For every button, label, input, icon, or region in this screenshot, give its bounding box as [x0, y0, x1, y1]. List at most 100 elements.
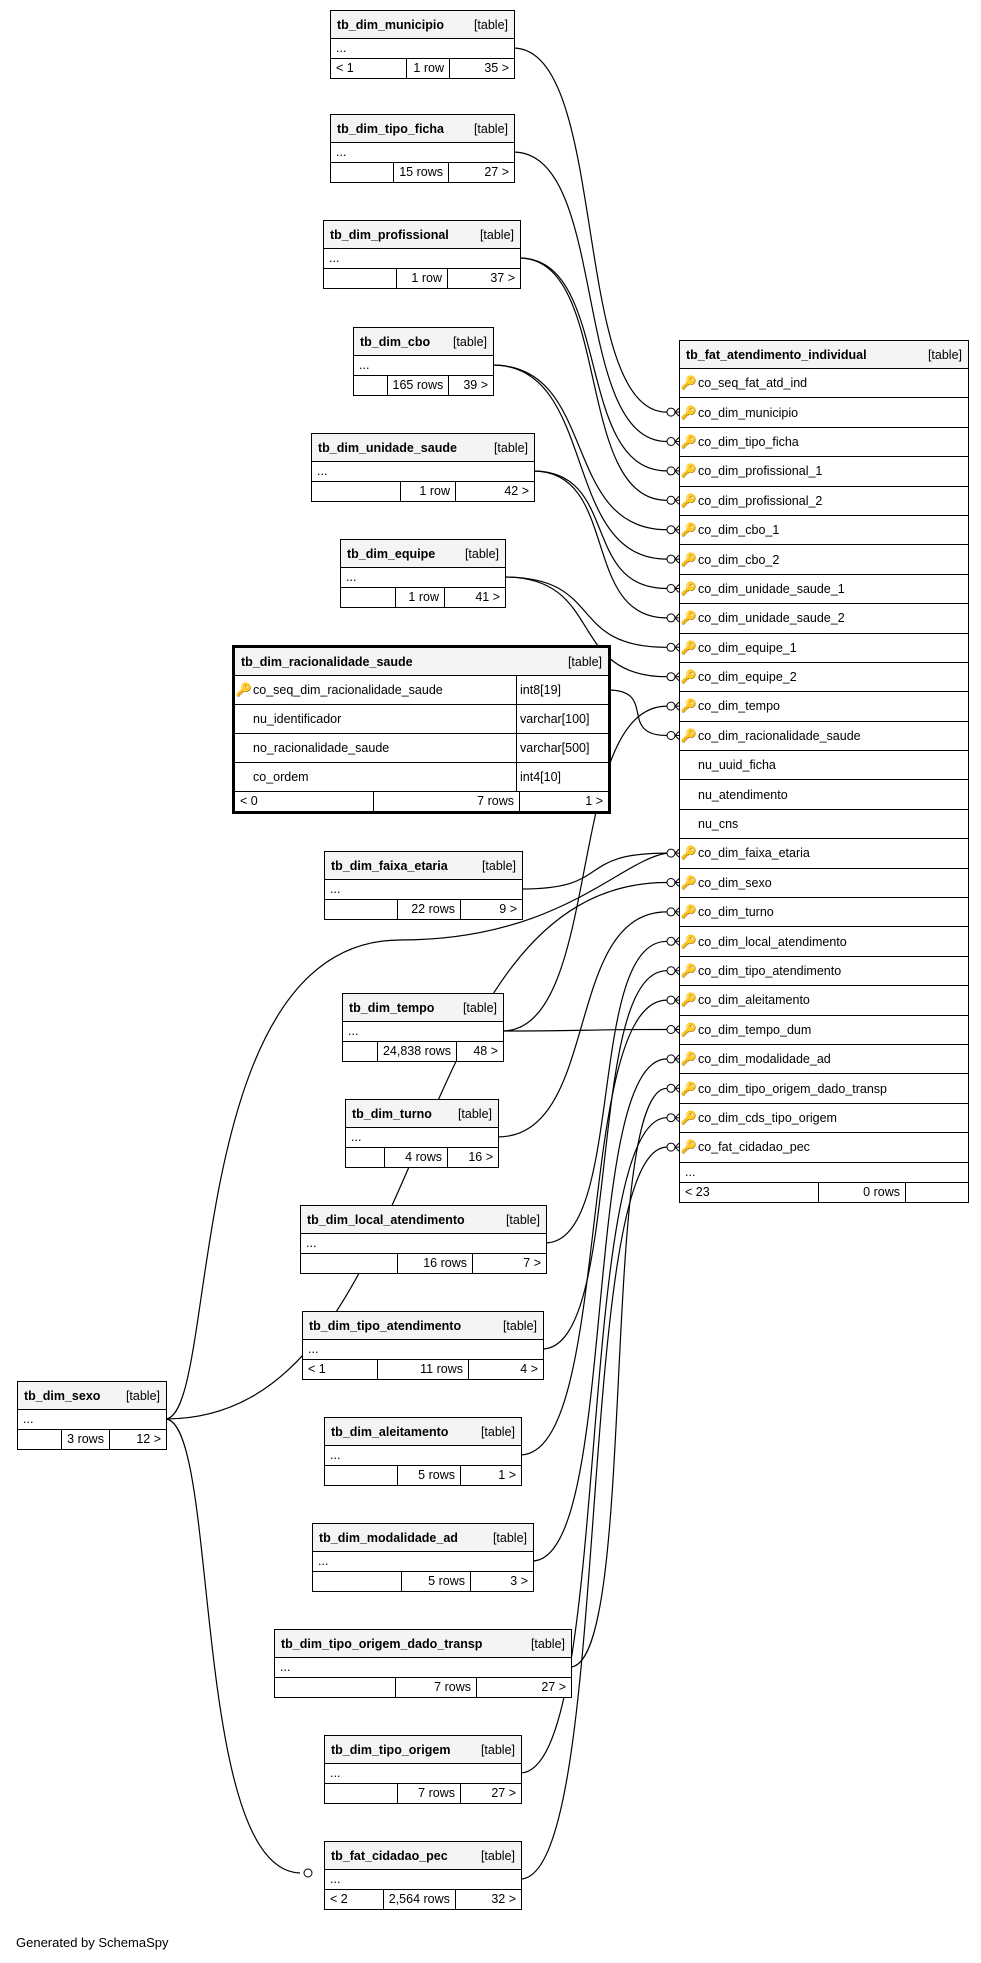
- table-cidadao-pec[interactable]: tb_fat_cidadao_pec [table] ... < 2 2,564…: [324, 1841, 522, 1910]
- relationship-line: [164, 1418, 301, 1874]
- column-name: co_seq_fat_atd_ind: [698, 376, 808, 391]
- column-row: 🔑 co_dim_cds_tipo_origem: [680, 1104, 968, 1134]
- table-unidade-saude[interactable]: tb_dim_unidade_saude [table] ... 1 row 4…: [311, 433, 535, 502]
- collapsed-columns: ...: [343, 1022, 503, 1042]
- row-count: 5 rows: [398, 1466, 461, 1485]
- foreign-key-icon: 🔑: [680, 669, 698, 685]
- children-count: 27 >: [484, 165, 509, 179]
- column-name: co_dim_equipe_1: [698, 640, 797, 655]
- crowfoot-marker: [674, 584, 680, 593]
- optional-marker: [666, 672, 676, 682]
- relationship-line: [607, 689, 668, 737]
- row-count: 7 rows: [374, 792, 520, 811]
- collapsed-columns: ...: [18, 1410, 166, 1430]
- table-type: [table]: [567, 654, 602, 669]
- table-header: tb_dim_municipio [table]: [331, 11, 514, 39]
- table-faixa-etaria[interactable]: tb_dim_faixa_etaria [table] ... 22 rows …: [324, 851, 523, 920]
- foreign-key-icon: 🔑: [680, 580, 698, 596]
- table-footer: 5 rows 3 >: [313, 1572, 533, 1591]
- column-name: co_dim_tipo_atendimento: [698, 964, 842, 978]
- children-count: 12 >: [136, 1432, 161, 1446]
- table-footer: < 2 2,564 rows 32 >: [325, 1890, 521, 1909]
- table-tipo-origem-dado-transp[interactable]: tb_dim_tipo_origem_dado_transp [table] .…: [274, 1629, 572, 1698]
- crowfoot-marker: [674, 907, 680, 917]
- children-count: 27 >: [491, 1786, 516, 1800]
- parents-count: [331, 163, 394, 182]
- foreign-key-icon: 🔑: [680, 963, 698, 978]
- table-tipo-atendimento[interactable]: tb_dim_tipo_atendimento [table] ... < 1 …: [302, 1311, 544, 1380]
- table-cbo[interactable]: tb_dim_cbo [table] ... 165 rows 39 >: [353, 327, 494, 396]
- table-footer: 7 rows 27 >: [325, 1784, 521, 1803]
- optional-marker: [666, 407, 676, 417]
- children-count: 1 >: [498, 1468, 516, 1482]
- column-row: 🔑 co_dim_profissional_2: [680, 487, 968, 516]
- crowfoot-marker: [674, 554, 680, 564]
- table-header: tb_dim_unidade_saude [table]: [312, 434, 534, 462]
- table-tipo-ficha[interactable]: tb_dim_tipo_ficha [table] ... 15 rows 27…: [330, 114, 515, 183]
- table-aleitamento[interactable]: tb_dim_aleitamento [table] ... 5 rows 1 …: [324, 1417, 522, 1486]
- table-local-atendimento[interactable]: tb_dim_local_atendimento [table] ... 16 …: [300, 1205, 547, 1274]
- table-sexo[interactable]: tb_dim_sexo [table] ... 3 rows 12 >: [17, 1381, 167, 1450]
- column-row: 🔑 co_dim_tempo_dum: [680, 1016, 968, 1045]
- relationship-line: [569, 1087, 668, 1668]
- column-row: 🔑 co_dim_racionalidade_saude: [680, 722, 968, 752]
- table-footer: 4 rows 16 >: [346, 1148, 498, 1167]
- relationship-line: [518, 257, 668, 501]
- parents-count: [312, 482, 401, 501]
- parents-count: < 2: [325, 1890, 384, 1909]
- relationship-line: [503, 576, 668, 648]
- table-municipio[interactable]: tb_dim_municipio [table] ... < 1 1 row 3…: [330, 10, 515, 79]
- optional-marker: [666, 1083, 676, 1093]
- column-row: 🔑 co_dim_sexo: [680, 869, 968, 899]
- column-row: 🔑 co_dim_equipe_2: [680, 663, 968, 693]
- children-count: 1 >: [585, 794, 603, 808]
- table-profissional[interactable]: tb_dim_profissional [table] ... 1 row 37…: [323, 220, 521, 289]
- table-type: [table]: [502, 1318, 537, 1333]
- table-tempo[interactable]: tb_dim_tempo [table] ... 24,838 rows 48 …: [342, 993, 504, 1062]
- foreign-key-icon: 🔑: [680, 727, 698, 743]
- table-modalidade-ad[interactable]: tb_dim_modalidade_ad [table] ... 5 rows …: [312, 1523, 534, 1592]
- column-name: co_dim_cbo_2: [698, 552, 780, 567]
- foreign-key-icon: 🔑: [680, 933, 698, 949]
- optional-marker: [666, 848, 676, 858]
- relationship-line: [512, 47, 668, 413]
- table-turno[interactable]: tb_dim_turno [table] ... 4 rows 16 >: [345, 1099, 499, 1168]
- optional-marker: [666, 966, 676, 976]
- crowfoot-marker: [674, 672, 680, 682]
- table-name: tb_dim_faixa_etaria: [331, 858, 448, 873]
- primary-key-icon: 🔑: [235, 682, 253, 697]
- parents-count: < 1: [303, 1360, 378, 1379]
- crowfoot-marker: [674, 407, 680, 417]
- table-type: [table]: [125, 1388, 160, 1403]
- foreign-key-icon: 🔑: [680, 1109, 698, 1125]
- foreign-key-icon: 🔑: [680, 1021, 698, 1037]
- table-header: tb_dim_aleitamento [table]: [325, 1418, 521, 1446]
- optional-marker: [666, 995, 676, 1005]
- table-name: tb_dim_aleitamento: [331, 1424, 449, 1439]
- parents-count: [354, 376, 388, 395]
- column-name: co_dim_profissional_2: [698, 493, 823, 508]
- table-type: [table]: [492, 1530, 527, 1545]
- column-name: co_dim_cbo_1: [698, 523, 780, 538]
- crowfoot-marker: [674, 701, 680, 711]
- column-name: co_dim_profissional_1: [698, 464, 823, 479]
- parents-count: [325, 1466, 398, 1485]
- parents-count: < 1: [331, 59, 407, 78]
- optional-marker: [666, 936, 676, 946]
- table-tipo-origem[interactable]: tb_dim_tipo_origem [table] ... 7 rows 27…: [324, 1735, 522, 1804]
- foreign-key-icon: 🔑: [680, 992, 698, 1008]
- relationship-line: [164, 852, 668, 1420]
- collapsed-columns: ...: [312, 462, 534, 482]
- table-header: tb_dim_turno [table]: [346, 1100, 498, 1128]
- row-count: 16 rows: [398, 1254, 473, 1273]
- table-footer: 24,838 rows 48 >: [343, 1042, 503, 1061]
- relationship-line: [519, 999, 668, 1456]
- children-count: 3 >: [510, 1574, 528, 1588]
- relationship-line: [503, 576, 668, 678]
- table-header: tb_dim_sexo [table]: [18, 1382, 166, 1410]
- table-name: tb_dim_local_atendimento: [307, 1212, 465, 1227]
- table-racionalidade-saude[interactable]: tb_dim_racionalidade_saude [table] 🔑 co_…: [232, 645, 611, 814]
- table-header: tb_dim_modalidade_ad [table]: [313, 1524, 533, 1552]
- table-fat-atendimento-individual[interactable]: tb_fat_atendimento_individual [table] 🔑 …: [679, 340, 969, 1203]
- table-equipe[interactable]: tb_dim_equipe [table] ... 1 row 41 >: [340, 539, 506, 608]
